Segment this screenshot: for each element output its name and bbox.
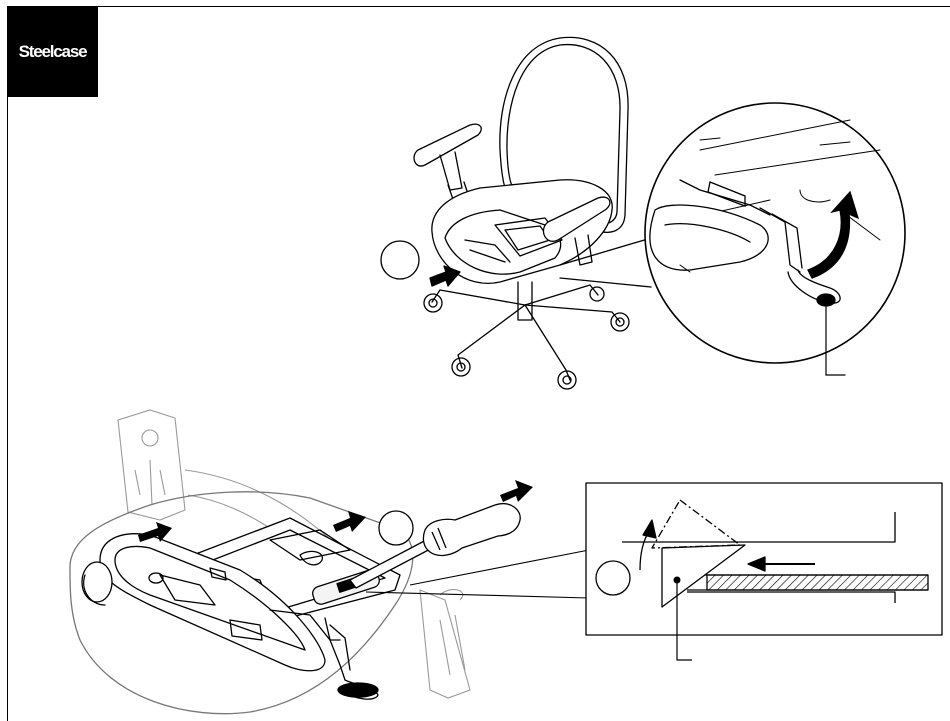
step-circle-marker-top <box>381 241 419 279</box>
detail-magnifier <box>645 103 905 375</box>
push-arrow-right-icon <box>500 480 533 502</box>
magnifier-leader-lower <box>560 278 651 287</box>
step-circle-marker-mid <box>379 511 413 545</box>
chair-base <box>424 282 629 389</box>
chair-seat <box>432 180 612 284</box>
screwdriver <box>350 504 520 588</box>
chair-figure <box>381 37 668 389</box>
detail-box <box>586 483 942 660</box>
push-arrow-mid-icon <box>333 511 366 532</box>
seat-underside <box>70 492 413 714</box>
step-circle-marker-box <box>596 561 630 595</box>
